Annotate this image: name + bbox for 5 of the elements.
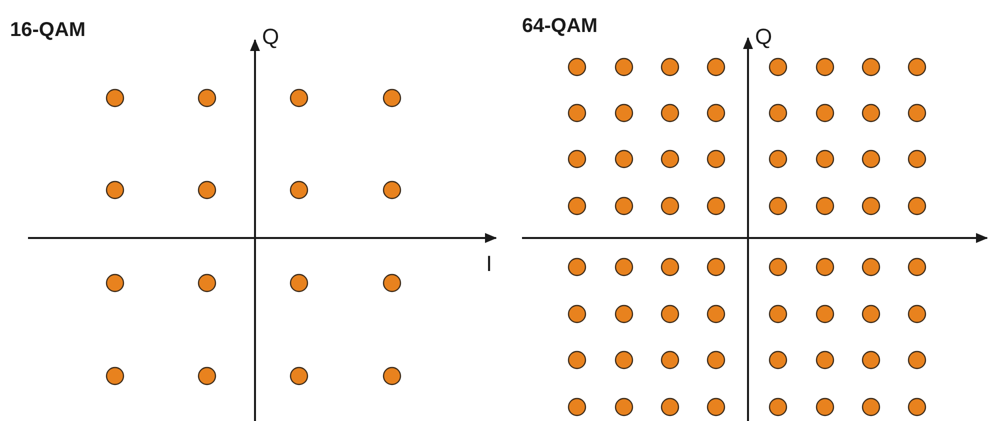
- panel-title: 16-QAM: [10, 20, 86, 40]
- axis-label: I: [486, 253, 492, 275]
- panel-title: 64-QAM: [522, 16, 598, 36]
- axis-label: Q: [262, 26, 280, 48]
- axis-label: Q: [755, 26, 772, 48]
